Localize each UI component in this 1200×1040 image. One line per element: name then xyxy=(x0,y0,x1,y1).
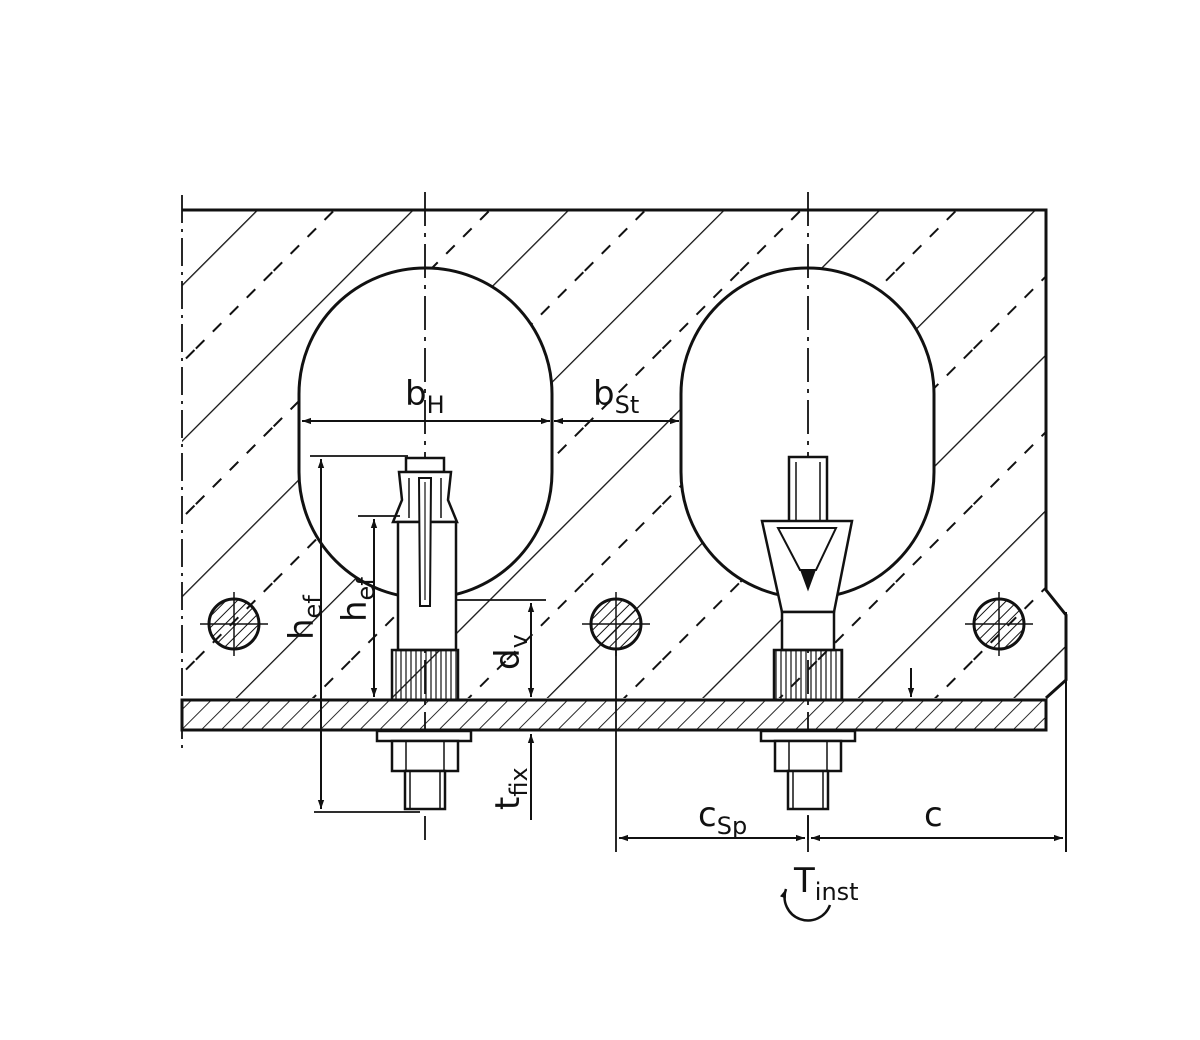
hollow-core-slab xyxy=(181,195,1068,852)
label-d-v: dv xyxy=(488,634,533,670)
label-b-st: bSt xyxy=(593,374,639,419)
label-t-inst: Tinst xyxy=(793,861,859,906)
label-h-ef-inner: hef xyxy=(335,577,380,622)
label-t-fix: tfix xyxy=(488,767,533,810)
rebar-strand-right xyxy=(965,592,1033,656)
label-b-h: bH xyxy=(405,374,445,419)
rebar-strand-middle xyxy=(582,592,650,656)
rebar-strands xyxy=(200,592,1033,656)
dimension-lines xyxy=(302,417,1063,842)
label-c: c xyxy=(924,795,943,835)
anchor-right xyxy=(759,455,857,811)
extension-lines xyxy=(310,455,809,852)
anchor-left xyxy=(375,456,473,811)
torque-icon xyxy=(779,888,832,922)
label-c-sp: cSp xyxy=(698,795,747,840)
label-h-ef-outer: hef xyxy=(282,595,327,640)
rebar-strand-left xyxy=(200,592,268,656)
fixture-plate xyxy=(180,698,1048,732)
dimension-labels: bH bSt hef hef dv tfix cSp c Tinst xyxy=(282,374,943,906)
